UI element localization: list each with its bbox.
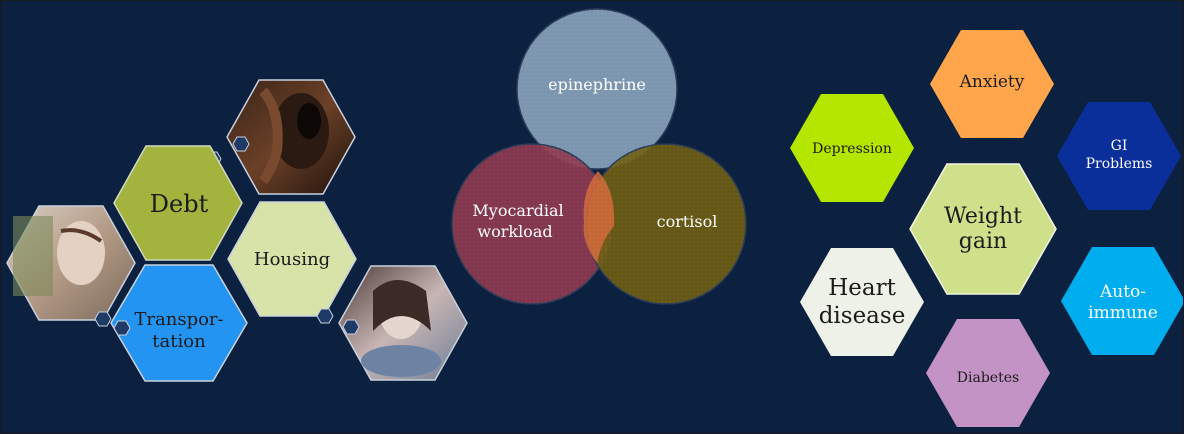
housing-label: Housing — [254, 249, 330, 270]
small-hex-marker — [342, 319, 360, 335]
debt-label: Debt — [150, 190, 209, 218]
gi-label-line1: GI — [1111, 138, 1128, 154]
cortisol-label: cortisol — [657, 212, 718, 231]
heart-disease-label-line2: disease — [819, 303, 906, 329]
weight-gain-hexagon: Weight gain — [909, 163, 1057, 295]
autoimmune-label-line2: immune — [1088, 303, 1158, 323]
venn-diagram: epinephrine cortisol Myocardial workload — [451, 8, 747, 305]
autoimmune-hexagon: Auto- immune — [1061, 247, 1183, 355]
myocardial-label-line2: workload — [477, 222, 552, 241]
myocardial-label-line1: Myocardial — [472, 201, 563, 220]
depression-hexagon: Depression — [790, 94, 914, 202]
small-hex-marker — [113, 320, 131, 336]
small-hex-marker — [94, 311, 112, 327]
transportation-label-line2: tation — [152, 331, 206, 352]
heart-disease-label-line1: Heart — [828, 275, 896, 301]
diabetes-hexagon: Diabetes — [926, 319, 1050, 427]
transportation-hexagon: Transpor- tation — [110, 264, 248, 382]
stress-woman-photo — [338, 265, 468, 381]
anxiety-label: Anxiety — [959, 72, 1025, 92]
gi-label-line2: Problems — [1086, 156, 1153, 172]
depression-label: Depression — [812, 141, 892, 157]
heart-disease-hexagon: Heart disease — [800, 248, 924, 356]
weight-gain-label-line2: gain — [959, 229, 1007, 254]
housing-hexagon: Housing — [227, 201, 357, 317]
autoimmune-label-line1: Auto- — [1099, 282, 1146, 302]
weight-gain-label-line1: Weight — [944, 204, 1022, 229]
small-hex-marker — [316, 308, 334, 324]
debt-hexagon: Debt — [113, 145, 243, 261]
epinephrine-label: epinephrine — [548, 75, 646, 94]
stress-money-photo — [6, 205, 136, 321]
small-hex-marker — [232, 136, 250, 152]
gi-problems-hexagon: GI Problems — [1057, 102, 1181, 210]
transportation-label-line1: Transpor- — [134, 309, 223, 330]
stress-man-photo — [226, 79, 356, 195]
diabetes-label: Diabetes — [957, 370, 1019, 386]
anxiety-hexagon: Anxiety — [930, 30, 1054, 138]
